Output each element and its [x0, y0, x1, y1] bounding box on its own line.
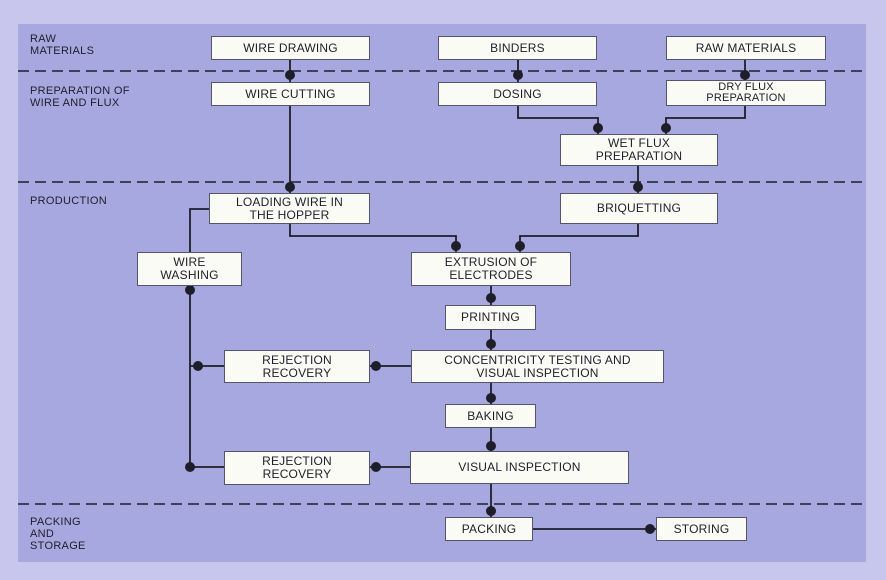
flow-dosing-to-wetflux: [517, 106, 599, 134]
box-briquetting: BRIQUETTING: [560, 193, 718, 224]
box-printing: PRINTING: [445, 305, 536, 330]
stage-label-raw-materials: RAW MATERIALS: [30, 33, 95, 57]
flow-dryflux-to-wetflux: [665, 106, 746, 134]
box-concentricity-testing: CONCENTRICITY TESTING AND VISUAL INSPECT…: [411, 350, 664, 383]
box-rejection-recovery-2: REJECTION RECOVERY: [224, 451, 370, 485]
box-visual-inspection: VISUAL INSPECTION: [410, 451, 629, 484]
box-loading-wire-hopper: LOADING WIRE IN THE HOPPER: [209, 193, 370, 224]
box-dosing: DOSING: [438, 82, 597, 106]
flow-briquetting-to-extrusion: [519, 224, 639, 252]
box-dry-flux-preparation: DRY FLUX PREPARATION: [666, 80, 826, 106]
box-wet-flux-preparation: WET FLUX PREPARATION: [560, 134, 718, 166]
stage-label-preparation: PREPARATION OF WIRE AND FLUX: [30, 85, 130, 109]
box-extrusion-of-electrodes: EXTRUSION OF ELECTRODES: [411, 252, 571, 286]
stage-label-production: PRODUCTION: [30, 195, 107, 207]
box-binders: BINDERS: [438, 36, 597, 60]
box-wire-drawing: WIRE DRAWING: [211, 36, 370, 60]
box-packing: PACKING: [445, 517, 533, 541]
stage-label-packing-storage: PACKING AND STORAGE: [30, 516, 86, 552]
box-wire-cutting: WIRE CUTTING: [211, 82, 370, 106]
box-raw-materials: RAW MATERIALS: [666, 36, 826, 60]
box-wire-washing: WIRE WASHING: [137, 252, 242, 286]
flow-loading-to-washing: [189, 208, 209, 252]
flow-loading-to-extrusion: [289, 224, 457, 252]
box-baking: BAKING: [445, 404, 536, 428]
box-storing: STORING: [656, 517, 747, 541]
box-rejection-recovery-1: REJECTION RECOVERY: [224, 350, 370, 383]
